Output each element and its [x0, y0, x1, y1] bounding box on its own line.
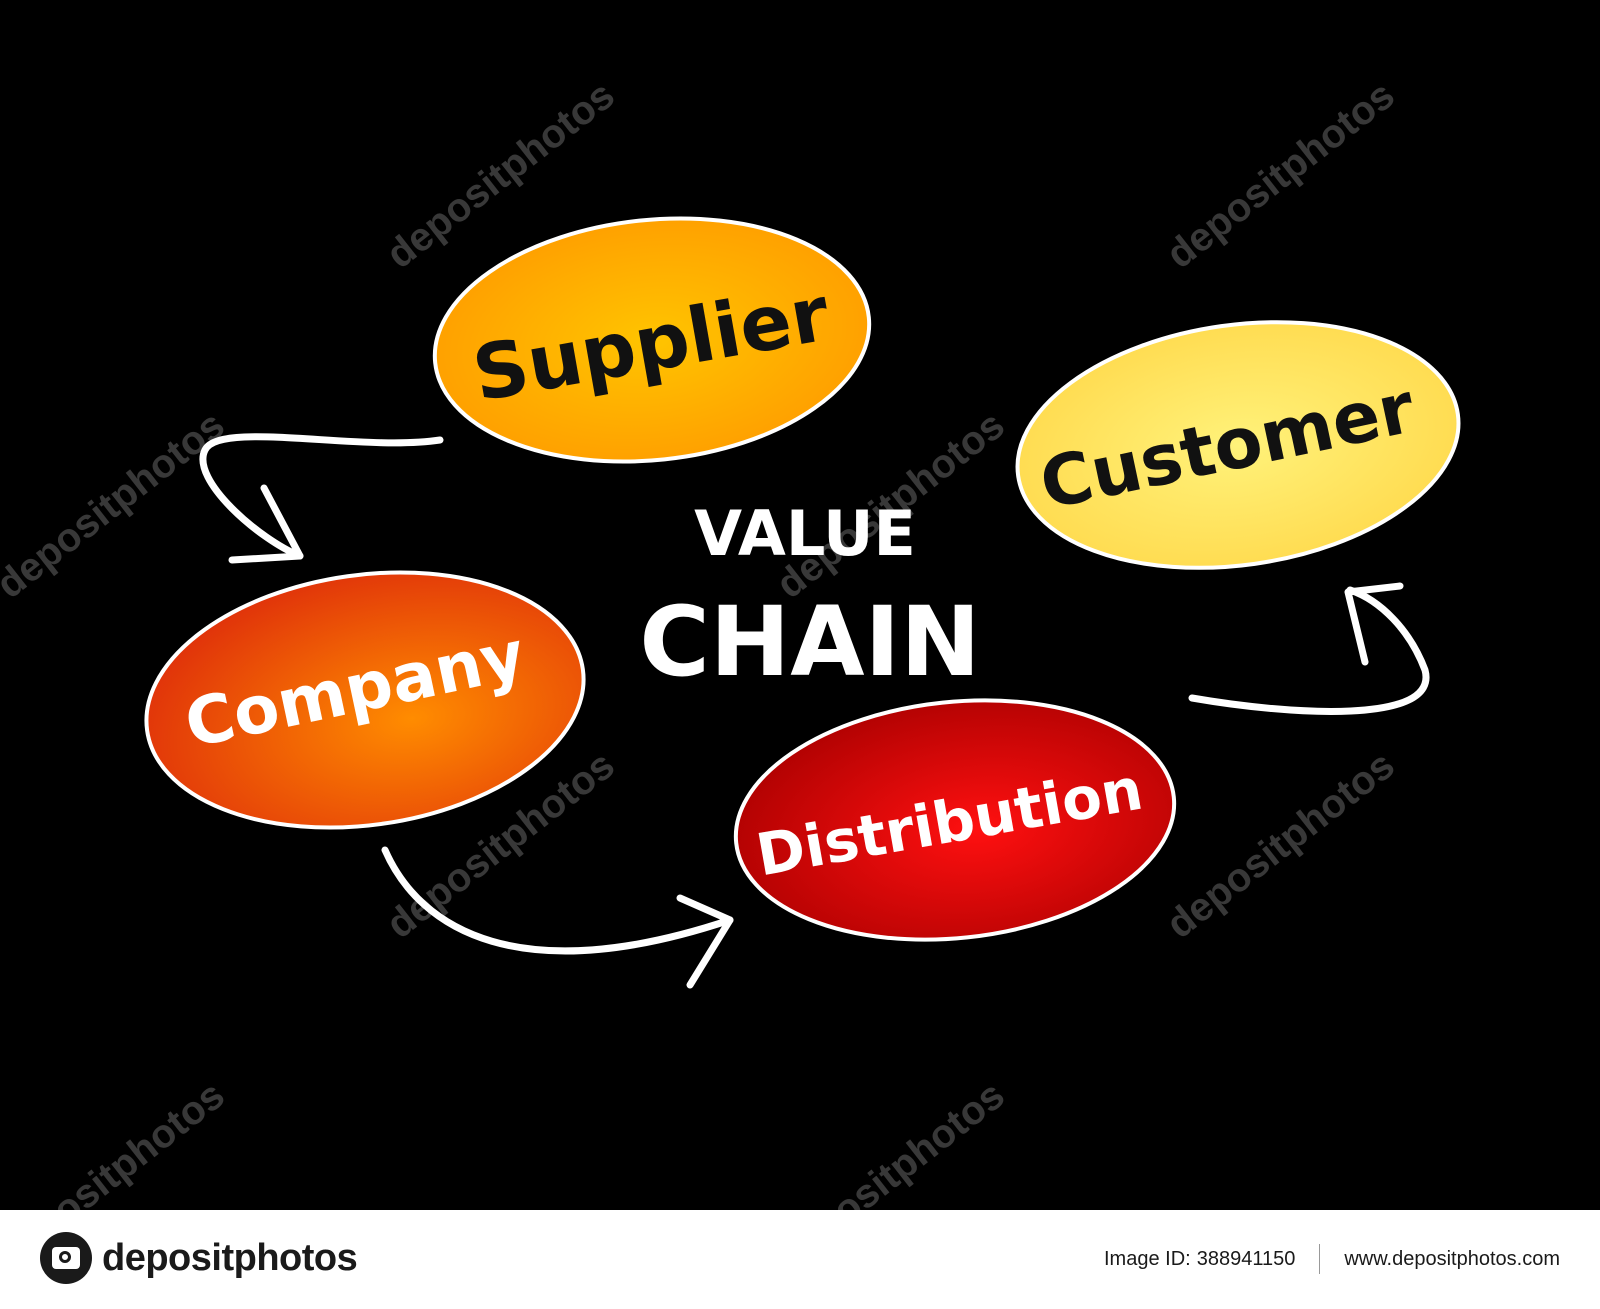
node-customer: Customer — [1015, 320, 1461, 570]
watermark-text: depositphotos — [768, 1073, 1012, 1210]
title-line-1: VALUE — [694, 497, 916, 570]
watermark-text: depositphotos — [1158, 743, 1402, 947]
brand-name: depositphotos — [102, 1236, 358, 1279]
footer-info: Image ID: 388941150 www.depositphotos.co… — [1104, 1244, 1560, 1274]
site-url[interactable]: www.depositphotos.com — [1344, 1247, 1560, 1270]
value-chain-diagram: depositphotos depositphotos depositphoto… — [0, 73, 1461, 1210]
node-distribution: Distribution — [733, 698, 1177, 942]
watermark-text: depositphotos — [0, 403, 233, 607]
watermark-text: depositphotos — [1158, 73, 1402, 277]
watermark-text: depositphotos — [0, 1073, 233, 1210]
image-id-label: Image ID: — [1104, 1247, 1191, 1270]
node-company: Company — [144, 570, 586, 830]
diagram-title: VALUE CHAIN — [639, 497, 980, 698]
node-supplier: Supplier — [432, 216, 872, 464]
image-id-value: 388941150 — [1196, 1247, 1296, 1270]
brand-logo[interactable]: depositphotos — [40, 1232, 358, 1284]
arrow-distribution-to-customer — [1188, 582, 1430, 715]
arrow-supplier-to-company — [199, 433, 444, 564]
camera-logo-icon — [40, 1232, 92, 1284]
arrow-company-to-distribution — [381, 846, 734, 989]
footer-divider — [1319, 1244, 1321, 1274]
title-line-2: CHAIN — [639, 586, 980, 698]
footer-bar: depositphotos Image ID: 388941150 www.de… — [0, 1210, 1600, 1309]
